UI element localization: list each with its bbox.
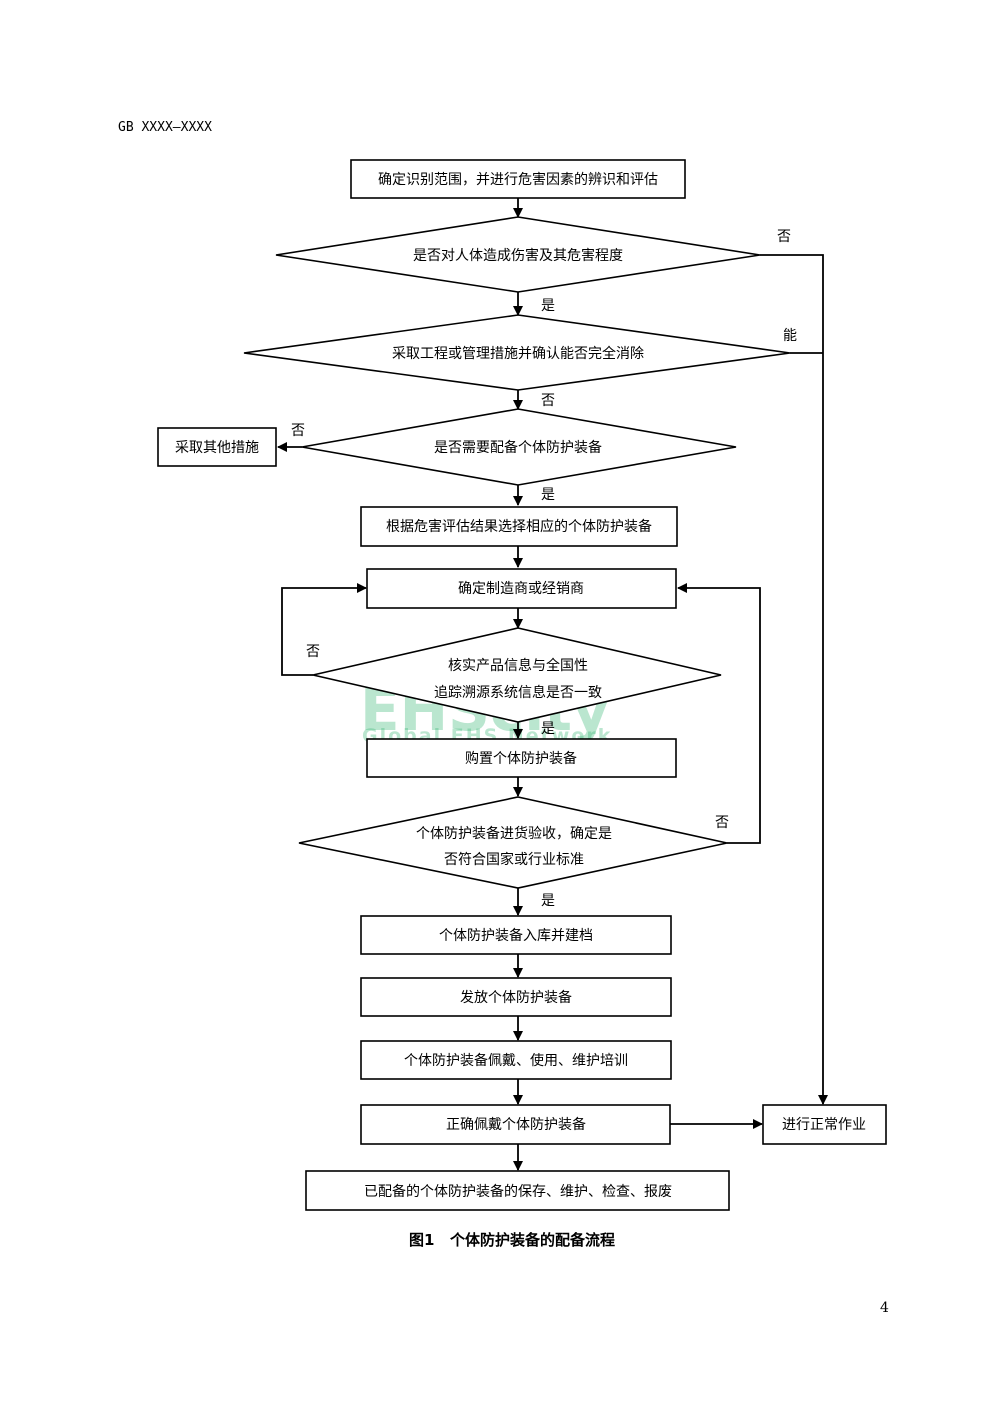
node-purchase (366, 738, 677, 778)
node-manufacturer-label: 确定制造商或经销商 (458, 581, 584, 597)
node-other-measures (157, 427, 277, 467)
node-normal-work (762, 1104, 887, 1145)
node-manufacturer (366, 568, 677, 609)
nodes: 确定识别范围，并进行危害因素的辨识和评估 是否对人体造成伤害及其危害程度 采取工… (157, 159, 887, 1211)
label-d4-yes: 是 (541, 721, 555, 737)
decision-harm (275, 216, 761, 293)
node-distribute (360, 977, 672, 1017)
label-d1-no: 否 (777, 229, 791, 245)
node-storage (360, 915, 672, 955)
label-d3-yes: 是 (541, 487, 555, 503)
decision-need-ppe-label: 是否需要配备个体防护装备 (434, 439, 602, 456)
connectors (277, 198, 828, 1171)
node-maintenance (305, 1170, 730, 1211)
label-d1-yes: 是 (541, 298, 555, 314)
edge-labels: 否 是 能 否 否 是 否 是 否 是 (291, 229, 797, 909)
label-d2-can: 能 (783, 328, 797, 344)
node-maintenance-label: 已配备的个体防护装备的保存、维护、检查、报废 (364, 1183, 672, 1200)
node-identify-scope-label: 确定识别范围，并进行危害因素的辨识和评估 (378, 171, 658, 188)
page-number: 4 (880, 1300, 889, 1316)
node-identify-scope (350, 159, 686, 199)
decision-acceptance-line1: 个体防护装备进货验收，确定是 (416, 825, 612, 842)
node-training-label: 个体防护装备佩戴、使用、维护培训 (404, 1052, 628, 1069)
label-d5-no: 否 (715, 815, 729, 831)
label-d2-no: 否 (541, 393, 555, 409)
decision-acceptance (298, 796, 728, 889)
node-training (360, 1040, 672, 1080)
edge-d5-loop (677, 583, 761, 844)
decision-acceptance-line2: 否符合国家或行业标准 (444, 851, 584, 868)
decision-need-ppe (301, 408, 737, 486)
node-storage-label: 个体防护装备入库并建档 (439, 927, 593, 944)
decision-verify-info-line2: 追踪溯源系统信息是否一致 (434, 684, 602, 701)
node-select-ppe (360, 506, 678, 547)
decision-harm-label: 是否对人体造成伤害及其危害程度 (413, 248, 623, 264)
label-d3-no: 否 (291, 423, 305, 439)
edge-d4-loop (281, 583, 367, 676)
label-d5-yes: 是 (541, 893, 555, 909)
edge-d1-normal (760, 254, 828, 1105)
node-normal-work-label: 进行正常作业 (782, 1117, 866, 1133)
node-wear-correctly (360, 1104, 671, 1145)
document-code: GB XXXX—XXXX (118, 120, 212, 135)
decision-eliminate-label: 采取工程或管理措施并确认能否完全消除 (392, 345, 644, 362)
decision-verify-info (312, 627, 722, 723)
node-other-measures-label: 采取其他措施 (175, 440, 259, 456)
figure-caption: 图1 个体防护装备的配备流程 (409, 1231, 615, 1249)
node-purchase-label: 购置个体防护装备 (465, 750, 577, 767)
node-distribute-label: 发放个体防护装备 (460, 989, 572, 1006)
decision-eliminate (243, 314, 791, 391)
node-select-ppe-label: 根据危害评估结果选择相应的个体防护装备 (386, 518, 652, 535)
node-wear-correctly-label: 正确佩戴个体防护装备 (446, 1116, 586, 1133)
label-d4-no: 否 (306, 644, 320, 660)
decision-verify-info-line1: 核实产品信息与全国性 (448, 657, 588, 674)
